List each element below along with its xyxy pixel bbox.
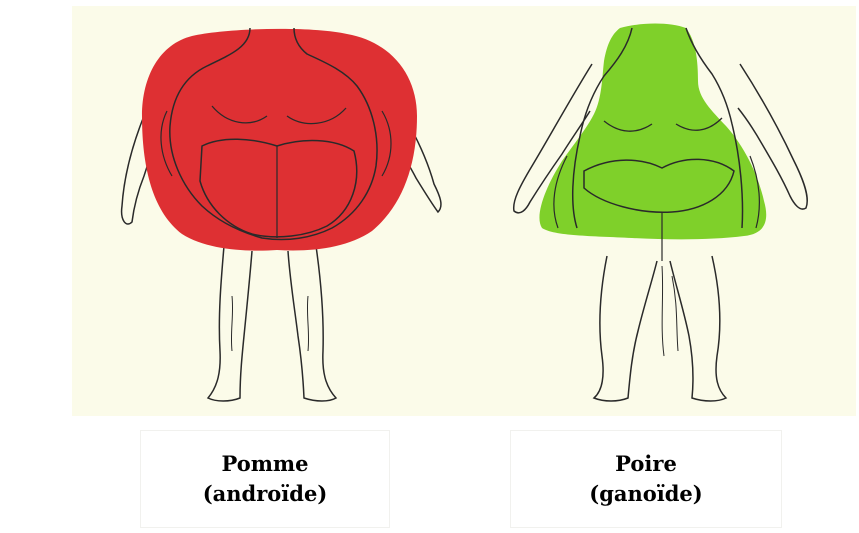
pear-leg-detail [662,266,678,356]
apple-body-figure [122,28,441,401]
apple-type-label: (androïde) [203,479,328,509]
apple-right-leg [288,246,336,401]
pear-caption: Poire (ganoïde) [510,430,782,528]
apple-left-leg [208,246,252,401]
pear-label: Poire [615,449,677,479]
pear-body-figure [514,24,808,402]
apple-label: Pomme [221,449,308,479]
body-shapes-illustration [72,6,856,416]
pear-type-label: (ganoïde) [589,479,702,509]
pear-right-leg [670,256,726,401]
illustration-panel [72,6,856,416]
apple-caption: Pomme (androïde) [140,430,390,528]
apple-fat-shape [142,29,417,251]
pear-left-leg [594,256,657,401]
